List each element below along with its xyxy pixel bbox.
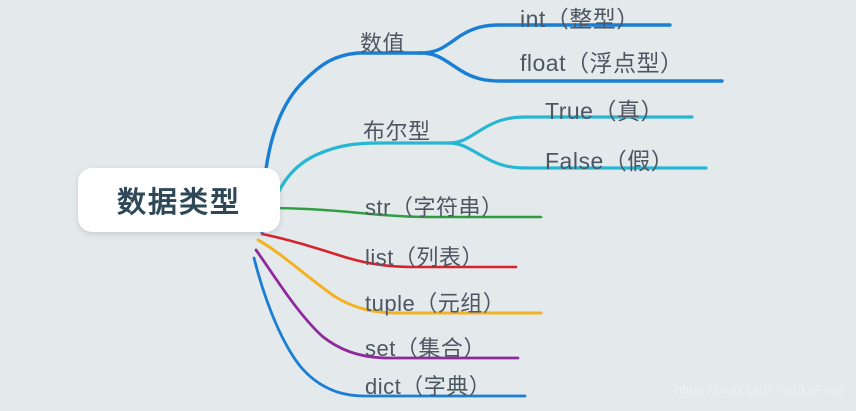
edge-root-dict	[252, 256, 527, 398]
edge-boolean-true	[446, 115, 694, 145]
node-set[interactable]: set（集合）	[365, 336, 486, 361]
edge-numeric-int	[418, 23, 672, 55]
node-list[interactable]: list（列表）	[365, 245, 484, 270]
edge-root-list	[260, 232, 518, 269]
node-boolean[interactable]: 布尔型	[363, 119, 431, 144]
node-str[interactable]: str（字符串）	[365, 195, 504, 220]
node-int[interactable]: int（整型）	[520, 6, 640, 32]
edge-numeric-float	[418, 51, 724, 83]
node-dict[interactable]: dict（字典）	[365, 374, 492, 399]
root-node[interactable]: 数据类型	[78, 168, 280, 232]
edge-boolean-false	[446, 141, 708, 170]
root-node-label: 数据类型	[116, 187, 241, 219]
edge-root-set	[254, 248, 520, 360]
watermark: https://blog.csdn.net/LeFran	[674, 382, 844, 397]
node-float[interactable]: float（浮点型）	[520, 50, 684, 76]
node-true[interactable]: True（真）	[545, 98, 664, 124]
node-false[interactable]: False（假）	[545, 148, 675, 174]
node-numeric[interactable]: 数值	[360, 31, 406, 56]
node-tuple[interactable]: tuple（元组）	[365, 291, 506, 316]
edge-root-tuple	[256, 238, 543, 315]
edge-root-str	[266, 206, 543, 219]
